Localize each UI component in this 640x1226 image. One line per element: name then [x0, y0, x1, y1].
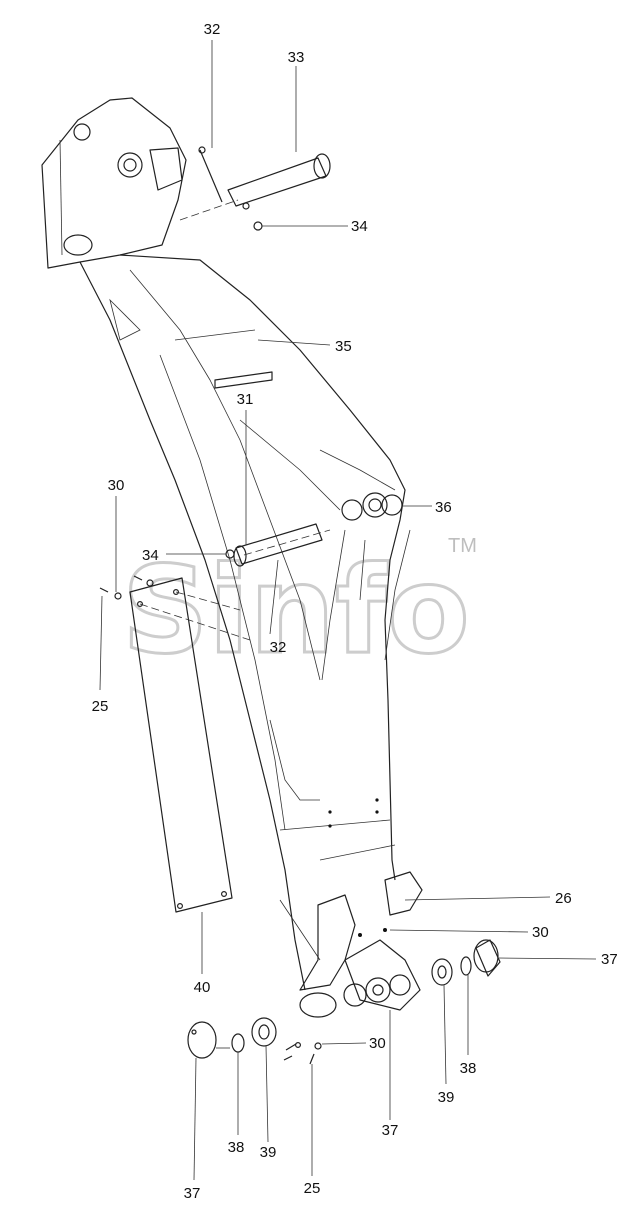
left-bushing-set	[187, 1017, 322, 1065]
leader-lines	[99, 40, 597, 1181]
callout-25-left: 25	[92, 698, 109, 715]
callout-34-mid: 34	[142, 547, 159, 564]
callout-34-top: 34	[351, 218, 368, 235]
callout-26: 26	[555, 890, 572, 907]
callout-36: 36	[435, 499, 452, 516]
callout-31: 31	[237, 391, 254, 408]
callout-30-left: 30	[108, 477, 125, 494]
plate-40	[99, 575, 251, 913]
pin-33-assembly	[179, 146, 331, 231]
callout-39-bottom: 39	[260, 1144, 277, 1161]
callout-35: 35	[335, 338, 352, 355]
callout-37-right: 37	[601, 951, 618, 968]
callout-39-right: 39	[438, 1089, 455, 1106]
callout-38-bottom: 38	[228, 1139, 245, 1156]
watermark-text: Sinfo	[122, 542, 470, 681]
trademark-mark: TM	[448, 535, 477, 557]
callout-32-top: 32	[204, 21, 221, 38]
callout-labels: 32 33 34 35 31 36 30 34 32 25 26 30 37 4…	[92, 21, 618, 1202]
callout-30-bottom: 30	[369, 1035, 386, 1052]
callout-33: 33	[288, 49, 305, 66]
right-bushing-set	[431, 939, 501, 986]
callout-25-bottom: 25	[304, 1180, 321, 1197]
callout-40: 40	[194, 979, 211, 996]
pin-31-assembly	[225, 523, 331, 567]
callout-37-bottom: 37	[184, 1185, 201, 1202]
callout-38-right: 38	[460, 1060, 477, 1077]
callout-37-mid: 37	[382, 1122, 399, 1139]
callout-32-mid: 32	[270, 639, 287, 656]
watermark: Sinfo TM	[121, 535, 477, 683]
callout-30-right: 30	[532, 924, 549, 941]
